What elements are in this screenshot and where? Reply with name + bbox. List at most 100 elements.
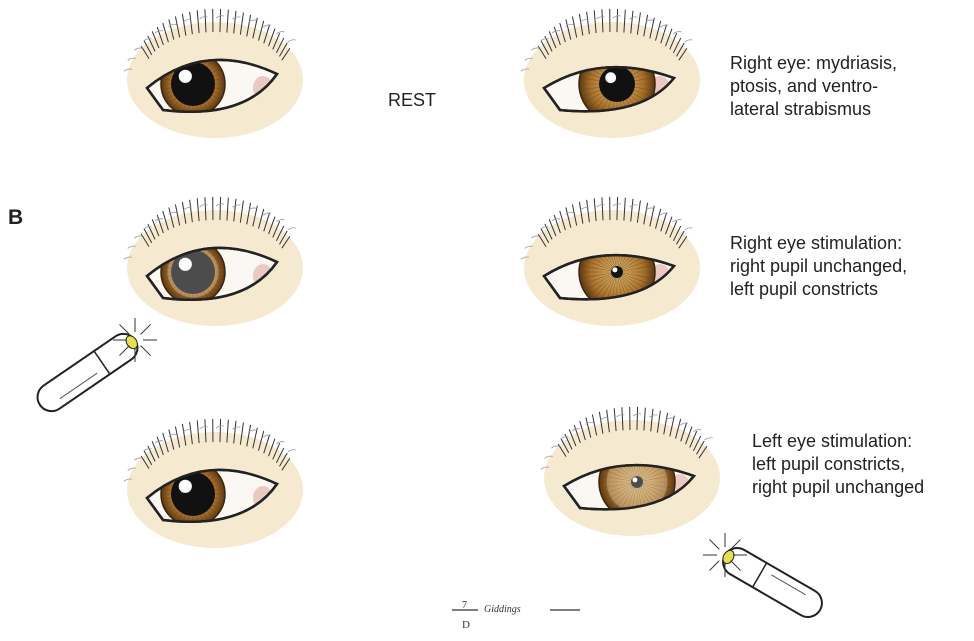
eyelash: [272, 442, 281, 460]
skin-fold-stroke: [215, 15, 225, 19]
skin-fold-stroke: [262, 212, 272, 216]
iris-fiber: [579, 265, 612, 272]
eyelash: [650, 408, 654, 432]
skin-fold-stroke: [134, 457, 143, 461]
eyelash: [246, 202, 252, 225]
iris-fiber: [172, 288, 180, 297]
iris-fiber: [634, 86, 655, 91]
eyelash: [162, 432, 169, 453]
iris-fiber: [642, 483, 673, 496]
eye-group: [540, 406, 720, 536]
eyelash: [226, 197, 229, 221]
iris-fiber: [603, 484, 632, 502]
eyelash: [181, 423, 187, 446]
iris-fiber: [209, 63, 218, 71]
light-ray: [119, 324, 130, 335]
skin-fold-stroke: [659, 24, 669, 28]
pupil-highlight: [178, 479, 192, 493]
caption-line: Right eye: mydriasis,: [730, 53, 898, 73]
iris-fiber: [630, 465, 637, 477]
eyelash: [279, 452, 288, 467]
iris-fiber: [213, 260, 224, 265]
light-ray: [140, 324, 151, 335]
light-ray: [709, 560, 720, 571]
rest-label: REST: [388, 90, 437, 110]
skin-fold-stroke: [520, 256, 530, 260]
eyelash: [239, 200, 244, 223]
eyelash: [655, 20, 662, 41]
eye-group: [520, 8, 700, 138]
skin-fold-stroke: [580, 19, 589, 23]
eyelash: [156, 436, 164, 456]
iris-fiber: [641, 465, 667, 479]
eyelash: [189, 421, 193, 445]
svg-text:7: 7: [462, 600, 467, 611]
eyelash: [665, 216, 673, 235]
eyelash: [252, 17, 258, 39]
skin-fold-stroke: [551, 218, 561, 222]
pupil-highlight: [612, 267, 618, 273]
eyelash: [263, 212, 271, 232]
eyelash: [565, 19, 572, 40]
iris-fiber: [630, 487, 637, 510]
skin-fold-stroke: [645, 19, 654, 23]
iris-fiber: [637, 487, 644, 510]
caption-line: Left eye stimulation:: [752, 431, 913, 451]
eyelash: [268, 438, 276, 457]
eyelash: [616, 8, 619, 33]
eyelash: [568, 429, 577, 447]
iris-fiber: [200, 514, 205, 522]
skin-fold-stroke: [183, 207, 192, 211]
eyelash: [616, 196, 619, 221]
eyelash: [698, 445, 708, 459]
iris-fiber: [617, 255, 624, 267]
skin-fold-stroke: [565, 211, 574, 215]
skin-fold-stroke: [232, 204, 241, 208]
eyelash: [548, 219, 557, 237]
skin-fold-stroke: [134, 235, 143, 239]
skin-fold-stroke: [596, 204, 605, 208]
skin-fold-stroke: [276, 219, 285, 223]
eyelash: [676, 230, 685, 245]
skin-fold-stroke: [673, 219, 682, 223]
iris-fiber: [622, 265, 655, 272]
skin-fold-stroke: [645, 207, 654, 211]
eyelash: [279, 230, 288, 245]
eyelash: [537, 45, 547, 59]
iris-fiber: [200, 292, 205, 300]
left-eye-rest: [123, 8, 303, 138]
eyelash: [678, 47, 688, 61]
skin-fold-stroke: [262, 434, 272, 438]
skin-fold-stroke: [127, 245, 136, 249]
iris-fiber: [581, 70, 601, 79]
eye-group: [123, 418, 303, 548]
eyelash: [275, 447, 285, 464]
skin-fold-stroke: [168, 433, 177, 437]
iris-fiber: [618, 277, 631, 300]
iris-fiber: [642, 468, 673, 481]
iris-fiber: [603, 277, 616, 300]
iris-fiber: [200, 104, 205, 112]
eyelash: [174, 16, 181, 38]
iris-fiber: [211, 94, 221, 101]
skin-fold-stroke: [544, 455, 553, 459]
skin-fold-stroke: [199, 204, 208, 208]
iris-fiber: [634, 77, 655, 82]
iris-fiber: [619, 255, 637, 267]
eyelash: [623, 197, 626, 221]
iris-fiber: [211, 282, 221, 289]
iris-fiber: [601, 483, 632, 496]
iris-fiber: [583, 274, 612, 292]
right-eye-right-stim: [520, 196, 700, 326]
light-ray: [119, 345, 130, 356]
skin-fold-stroke: [232, 426, 241, 430]
eyelash: [140, 455, 150, 469]
eyelash: [540, 40, 550, 56]
eyelash: [656, 410, 661, 433]
skin-fold-stroke: [168, 211, 177, 215]
eyelash: [275, 37, 285, 54]
iris-fiber: [161, 266, 172, 269]
eyelash: [689, 430, 698, 448]
skin-fold-stroke: [154, 30, 164, 34]
